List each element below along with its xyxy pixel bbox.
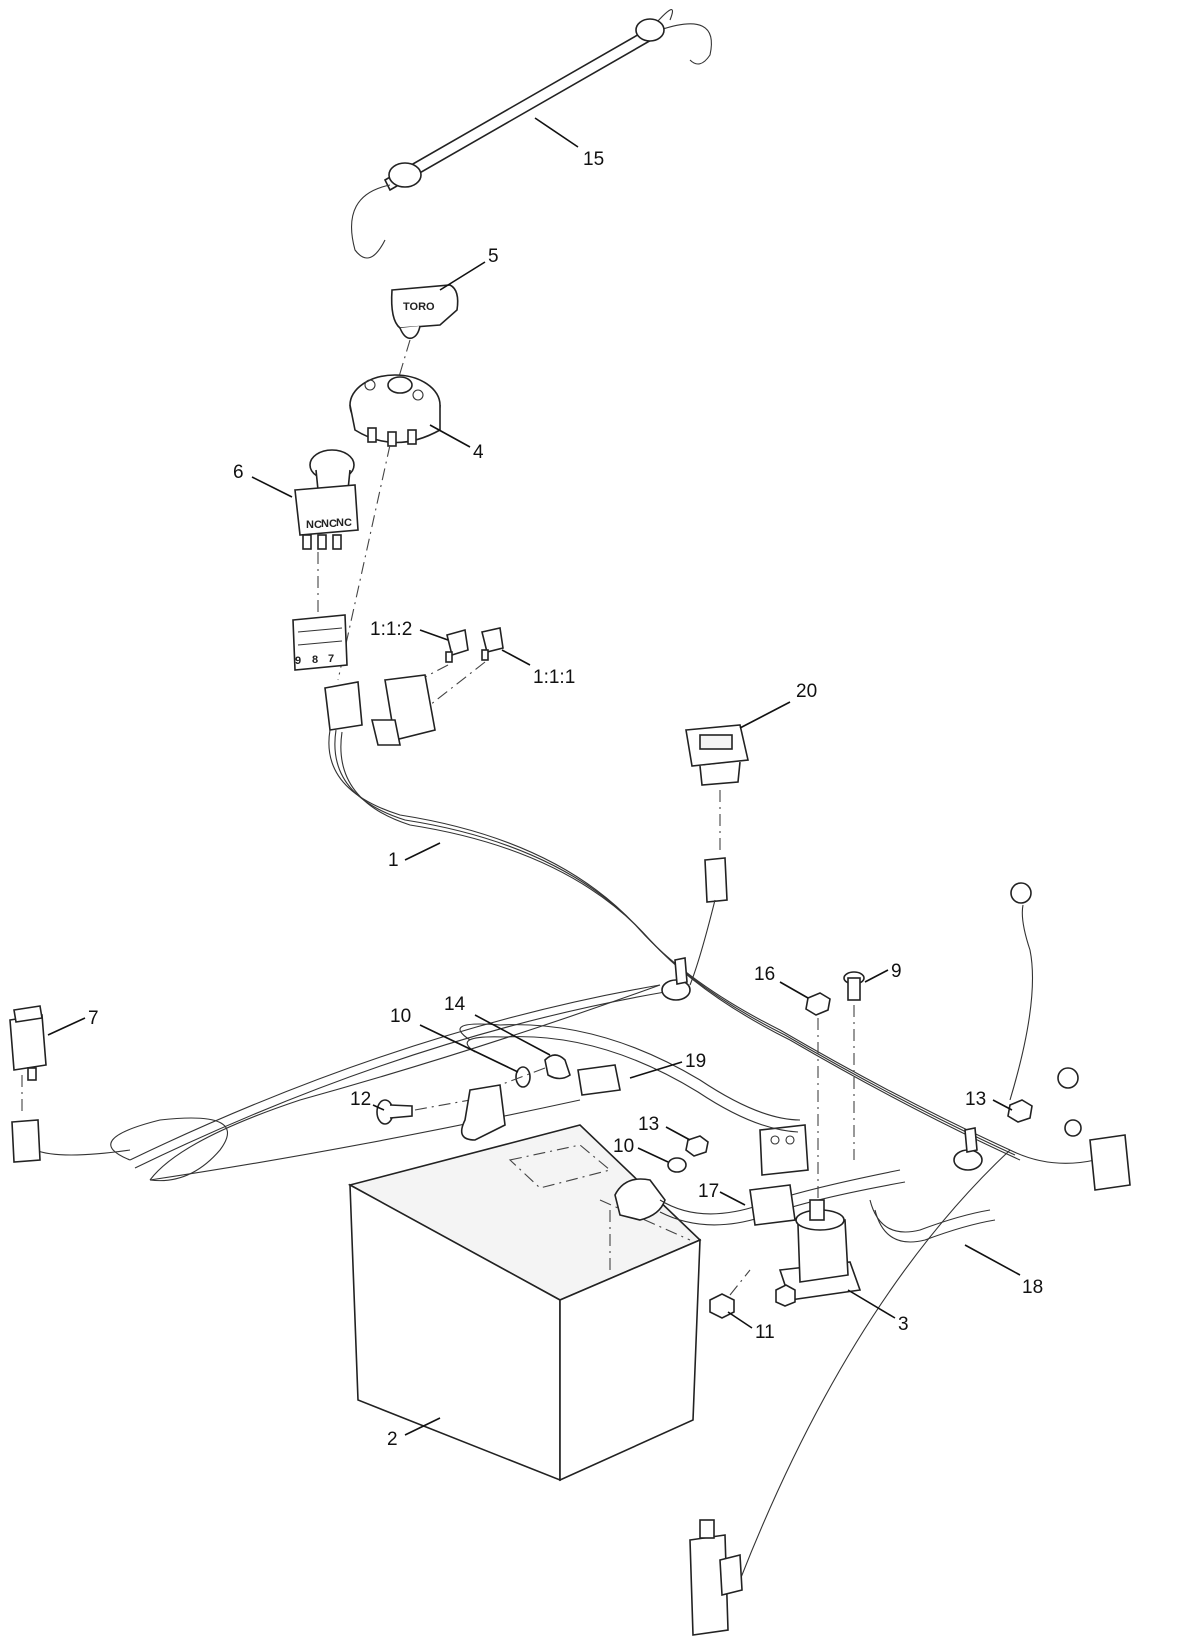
switch-marking-1: NC — [306, 519, 322, 531]
harness-connector-987: 9 8 7 — [292, 614, 348, 671]
connector-number-7: 7 — [328, 653, 334, 665]
key-label: TORO — [403, 301, 435, 313]
callout-7: 7 — [88, 1008, 99, 1029]
callout-1-1-2: 1:1:2 — [370, 619, 412, 640]
callout-11: 11 — [755, 1322, 775, 1343]
part-20-hour-meter — [685, 724, 749, 786]
callout-13-lower: 13 — [638, 1114, 659, 1135]
part-10-washer-lower — [667, 1157, 687, 1173]
part-9-bolt — [843, 971, 865, 1001]
part-2-battery — [347, 1124, 702, 1482]
callout-20: 20 — [796, 681, 817, 702]
connector-number-9: 9 — [295, 655, 301, 667]
part-13-nut-lower — [685, 1135, 709, 1157]
part-12-bolt — [376, 1099, 413, 1125]
part-14-wing-nut — [544, 1054, 571, 1080]
callout-19: 19 — [685, 1051, 706, 1072]
callout-14: 14 — [444, 994, 466, 1015]
callout-1: 1 — [388, 850, 399, 871]
callout-15: 15 — [583, 149, 604, 170]
part-6-pto-switch: NC NC NC — [294, 449, 359, 550]
callout-2: 2 — [387, 1429, 398, 1450]
part-1-1-2-fuse — [445, 628, 469, 663]
callout-17: 17 — [698, 1181, 719, 1202]
callout-16: 16 — [754, 964, 775, 985]
callout-4: 4 — [473, 442, 484, 463]
part-7-relay — [9, 1005, 47, 1081]
connector-number-8: 8 — [312, 654, 318, 666]
part-17-positive-cable — [614, 1169, 906, 1226]
callout-3: 3 — [898, 1314, 909, 1335]
callout-5: 5 — [488, 246, 499, 267]
part-5-key: TORO — [390, 284, 459, 340]
part-1-wire-harness — [34, 729, 1096, 1581]
part-19-battery-cable — [459, 1023, 801, 1141]
callout-9: 9 — [891, 961, 902, 982]
callout-12: 12 — [350, 1089, 371, 1110]
fuse-block — [324, 674, 436, 746]
part-4-ignition-switch — [349, 374, 441, 447]
switch-marking-2: NC — [321, 518, 337, 530]
seat-switch — [689, 1519, 743, 1636]
callout-10-upper: 10 — [390, 1006, 411, 1027]
part-13-nut-upper — [1007, 1099, 1033, 1123]
callout-18: 18 — [1022, 1277, 1043, 1298]
part-15-hook-rod — [351, 9, 712, 259]
callout-1-1-1: 1:1:1 — [533, 667, 575, 688]
switch-marking-3: NC — [336, 517, 352, 529]
callout-6: 6 — [233, 462, 244, 483]
part-16-nut — [805, 992, 831, 1016]
part-1-1-1-fuse — [481, 627, 504, 661]
callout-13-upper: 13 — [965, 1089, 986, 1110]
part-10-washer-upper — [515, 1066, 531, 1088]
callout-10-lower: 10 — [613, 1136, 634, 1157]
part-18-harness — [869, 1199, 996, 1243]
